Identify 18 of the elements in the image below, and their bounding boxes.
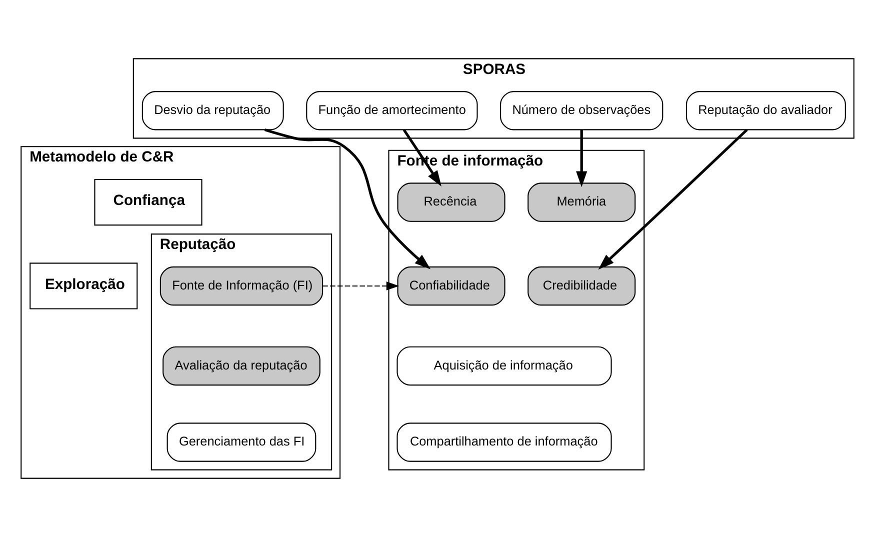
node-box: Credibilidade (528, 266, 636, 306)
arrow (576, 130, 588, 188)
arrow (598, 128, 748, 270)
node-box: Recência (397, 182, 506, 222)
node-box: Número de observações (500, 91, 664, 130)
node-box: Exploração (30, 262, 138, 310)
node-box: Memória (528, 182, 636, 222)
node-box: Aquisição de informação (396, 346, 612, 386)
node-box: Função de amortecimento (306, 91, 478, 130)
node-box: Confiabilidade (397, 266, 506, 306)
node-box: Fonte de Informação (FI) (160, 266, 324, 306)
node-box: Confiança (94, 178, 202, 226)
node-box: Avaliação da reputação (162, 346, 320, 386)
arrow (322, 282, 400, 290)
node-box: Desvio da reputação (142, 91, 284, 130)
node-box: Compartilhamento de informação (396, 422, 612, 462)
node-box: Gerenciamento das FI (166, 422, 316, 462)
node-box: Reputação do avaliador (686, 91, 846, 130)
